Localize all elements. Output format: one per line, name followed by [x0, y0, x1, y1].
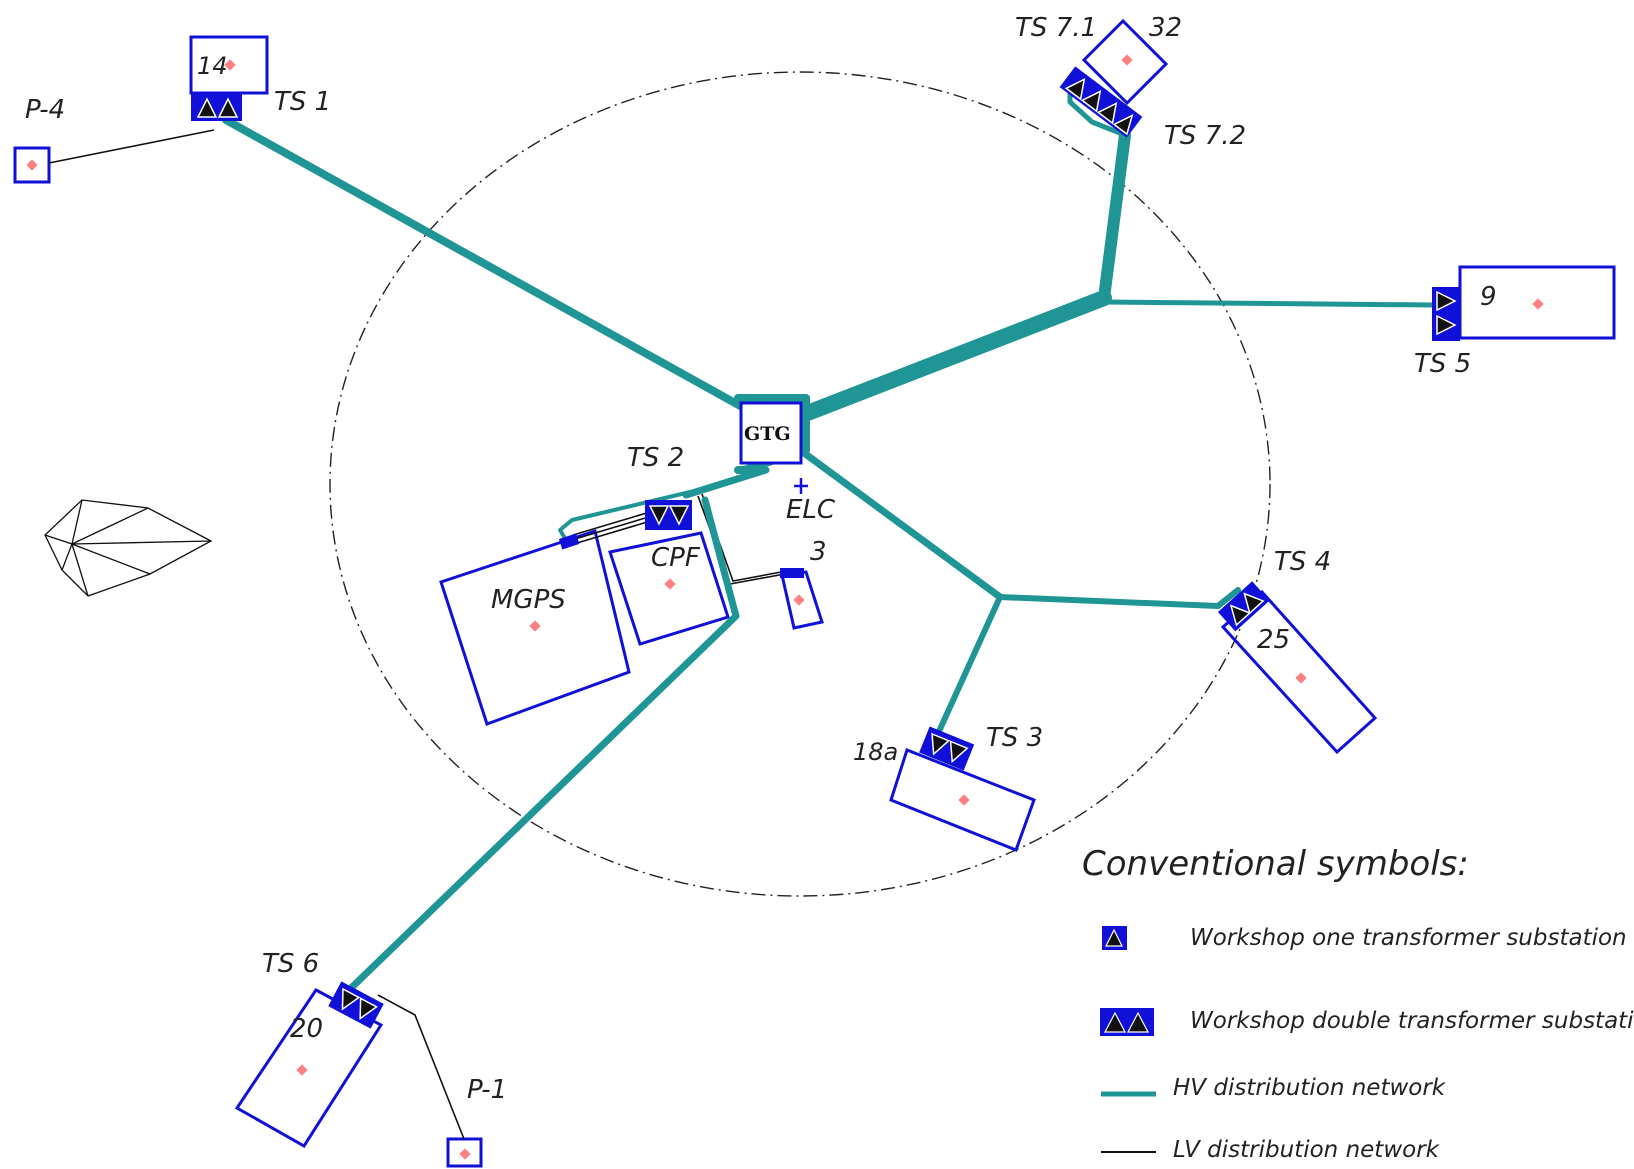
building-20-label: 20 [290, 1014, 323, 1044]
building-32 [1081, 18, 1169, 106]
b3-feed-point [780, 568, 804, 578]
building-center-markers [26, 54, 1544, 1160]
building-mgps [439, 529, 631, 726]
ts5-label: TS 5 [1414, 349, 1471, 379]
mgps-feed-point [558, 533, 580, 550]
building-9-label: 9 [1480, 282, 1497, 312]
ts1-substation [191, 93, 242, 121]
lv-network [48, 129, 793, 1140]
ts4-substation [1217, 581, 1270, 632]
ts71-label: TS 7.1 [1015, 13, 1097, 43]
ts3-label: TS 3 [986, 723, 1043, 753]
gtg-station [739, 401, 803, 465]
building-14-label: 14 [197, 52, 228, 80]
ts2-label: TS 2 [627, 443, 684, 473]
legend: Conventional symbols: Workshop one trans… [1082, 844, 1634, 1163]
legend-one-transformer-icon [1102, 926, 1127, 950]
consumer-p4-box [13, 146, 51, 184]
elc-label: ELC [786, 495, 836, 525]
building-18a [889, 748, 1036, 852]
ts6-substation [328, 981, 384, 1029]
ts7-substations [1059, 66, 1143, 138]
ts3-substation [919, 726, 975, 771]
legend-double-transformer-text: Workshop double transformer substation [1190, 1008, 1634, 1034]
ts72-label: TS 7.2 [1164, 121, 1246, 151]
p4-label: P-4 [25, 95, 65, 125]
ts2-substation [645, 500, 692, 530]
building-18a-label: 18a [853, 738, 898, 766]
legend-one-transformer-text: Workshop one transformer substation [1190, 925, 1627, 951]
ts5-substation [1432, 287, 1460, 341]
building-25-label: 25 [1257, 625, 1290, 655]
ts4-label: TS 4 [1274, 547, 1331, 577]
mgps-label: MGPS [491, 585, 566, 615]
gtg-label: GTG [744, 423, 791, 445]
cpf-label: CPF [651, 543, 701, 573]
plant-boundary-circle [329, 71, 1271, 897]
hv-network [222, 79, 1435, 995]
building-32-label: 32 [1149, 13, 1182, 43]
legend-lv-text: LV distribution network [1173, 1137, 1441, 1163]
consumer-p1-box [446, 1137, 483, 1168]
building-cpf [608, 531, 730, 646]
ts6-label: TS 6 [262, 949, 319, 979]
p1-label: P-1 [467, 1075, 507, 1105]
legend-title: Conventional symbols: [1082, 844, 1469, 884]
legend-hv-text: HV distribution network [1173, 1075, 1447, 1101]
legend-double-transformer-icon [1100, 1008, 1154, 1036]
building-3-label: 3 [810, 537, 827, 567]
wind-rose-icon [44, 499, 213, 597]
ts1-label: TS 1 [274, 87, 331, 117]
